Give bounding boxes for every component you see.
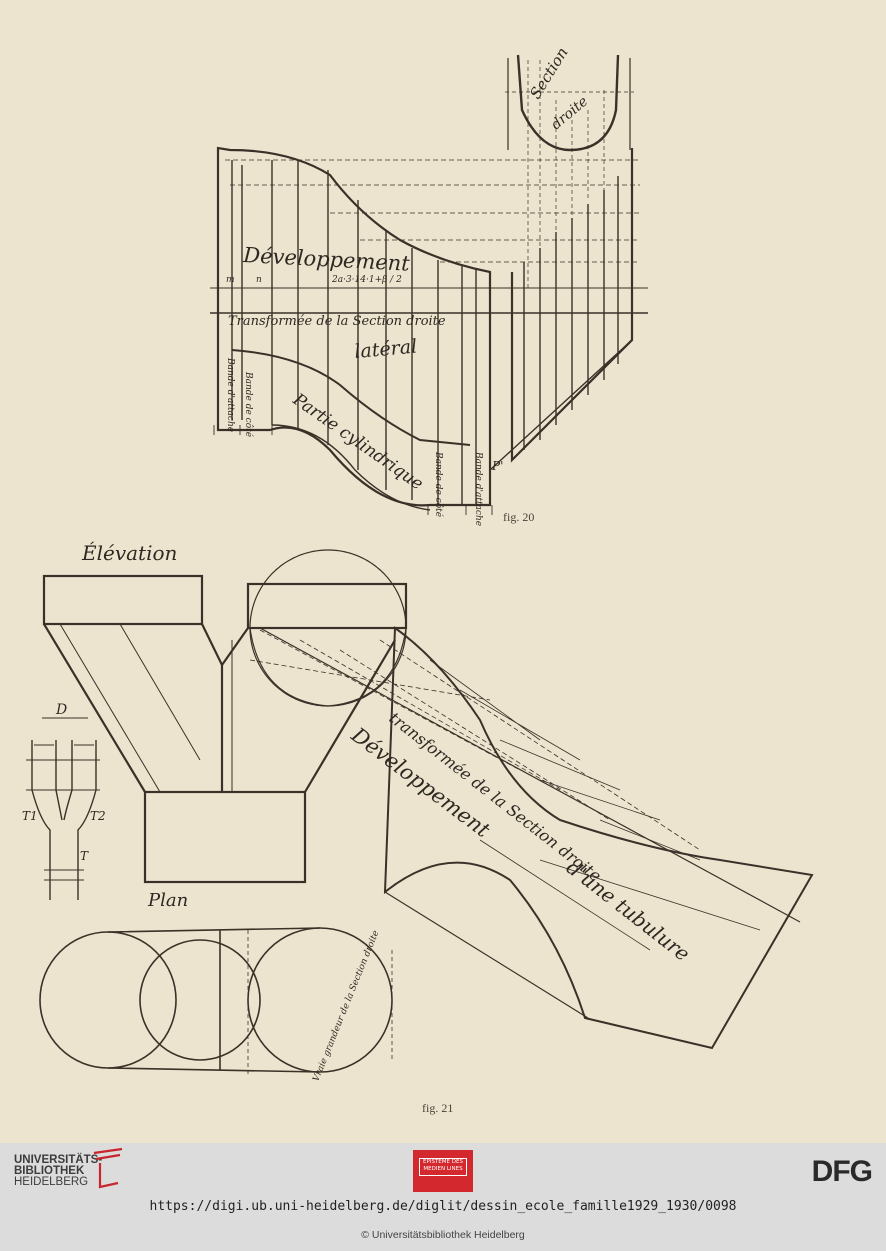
- fig20-label-lateral: latéral: [354, 336, 418, 363]
- fig20-label-n: n: [256, 275, 262, 285]
- fig20-label-bande-attache-1: Bande d'attache: [225, 357, 235, 432]
- center-logo-icon[interactable]: EPISTEME DES MEDIEN LINES: [413, 1150, 473, 1192]
- fig21-label-vraie-grandeur: Vraie grandeur de la Section droite: [312, 929, 382, 1083]
- library-name[interactable]: UNIVERSITÄTS- BIBLIOTHEK HEIDELBERG: [14, 1154, 103, 1188]
- fig21-label-T: T: [80, 849, 89, 863]
- library-line1: UNIVERSITÄTS-: [14, 1154, 103, 1166]
- fig21-label-D: D: [55, 702, 67, 718]
- fig20-label-formula: 2a·3·14·1+β / 2: [331, 275, 402, 285]
- fig20-label-section: Section: [526, 44, 572, 102]
- fig21-label-T2: T2: [90, 809, 106, 823]
- fig21-label-T1: T1: [22, 809, 38, 823]
- fig20-caption: fig. 20: [503, 510, 534, 524]
- fig21-label-tubulure: d'une tubulure: [562, 855, 695, 966]
- library-line3: HEIDELBERG: [14, 1176, 89, 1188]
- fig21-label-plan: Plan: [147, 890, 188, 911]
- fig21-label-transformee: transformée de la Section droite: [386, 708, 605, 885]
- center-logo-text: EPISTEME DES MEDIEN LINES: [419, 1158, 467, 1176]
- fig20-drawing: [210, 54, 648, 515]
- fig20-label-transformee: Transformée de la Section droite: [228, 314, 446, 329]
- document-url[interactable]: https://digi.ub.uni-heidelberg.de/diglit…: [149, 1199, 737, 1214]
- fig20-label-bande-attache-2: Bande d'attache: [473, 451, 483, 526]
- fig21-drawing: [26, 549, 814, 1075]
- fig20-label-bande-cote-1: Bande de côté: [243, 371, 254, 438]
- ub-logo-icon: [93, 1147, 123, 1189]
- copyright-text: © Universitätsbibliothek Heidelberg: [361, 1229, 525, 1241]
- fig20-label-droite: droite: [548, 93, 591, 133]
- fig20-label-pprime: P': [491, 459, 503, 473]
- library-footer: UNIVERSITÄTS- BIBLIOTHEK HEIDELBERG EPIS…: [0, 1143, 886, 1251]
- technical-drawings: Section droite Développement 2a·3·14·1+β…: [22, 44, 814, 1115]
- fig21-label-elevation: Élévation: [81, 541, 177, 565]
- scanned-page: Section droite Développement 2a·3·14·1+β…: [0, 0, 886, 1143]
- library-line2: BIBLIOTHEK: [14, 1165, 85, 1177]
- fig21-caption: fig. 21: [422, 1101, 453, 1115]
- dfg-logo[interactable]: DFG: [811, 1155, 873, 1188]
- fig20-label-m: m: [226, 275, 235, 285]
- fig20-label-bande-cote-2: Bande de côté: [433, 451, 444, 518]
